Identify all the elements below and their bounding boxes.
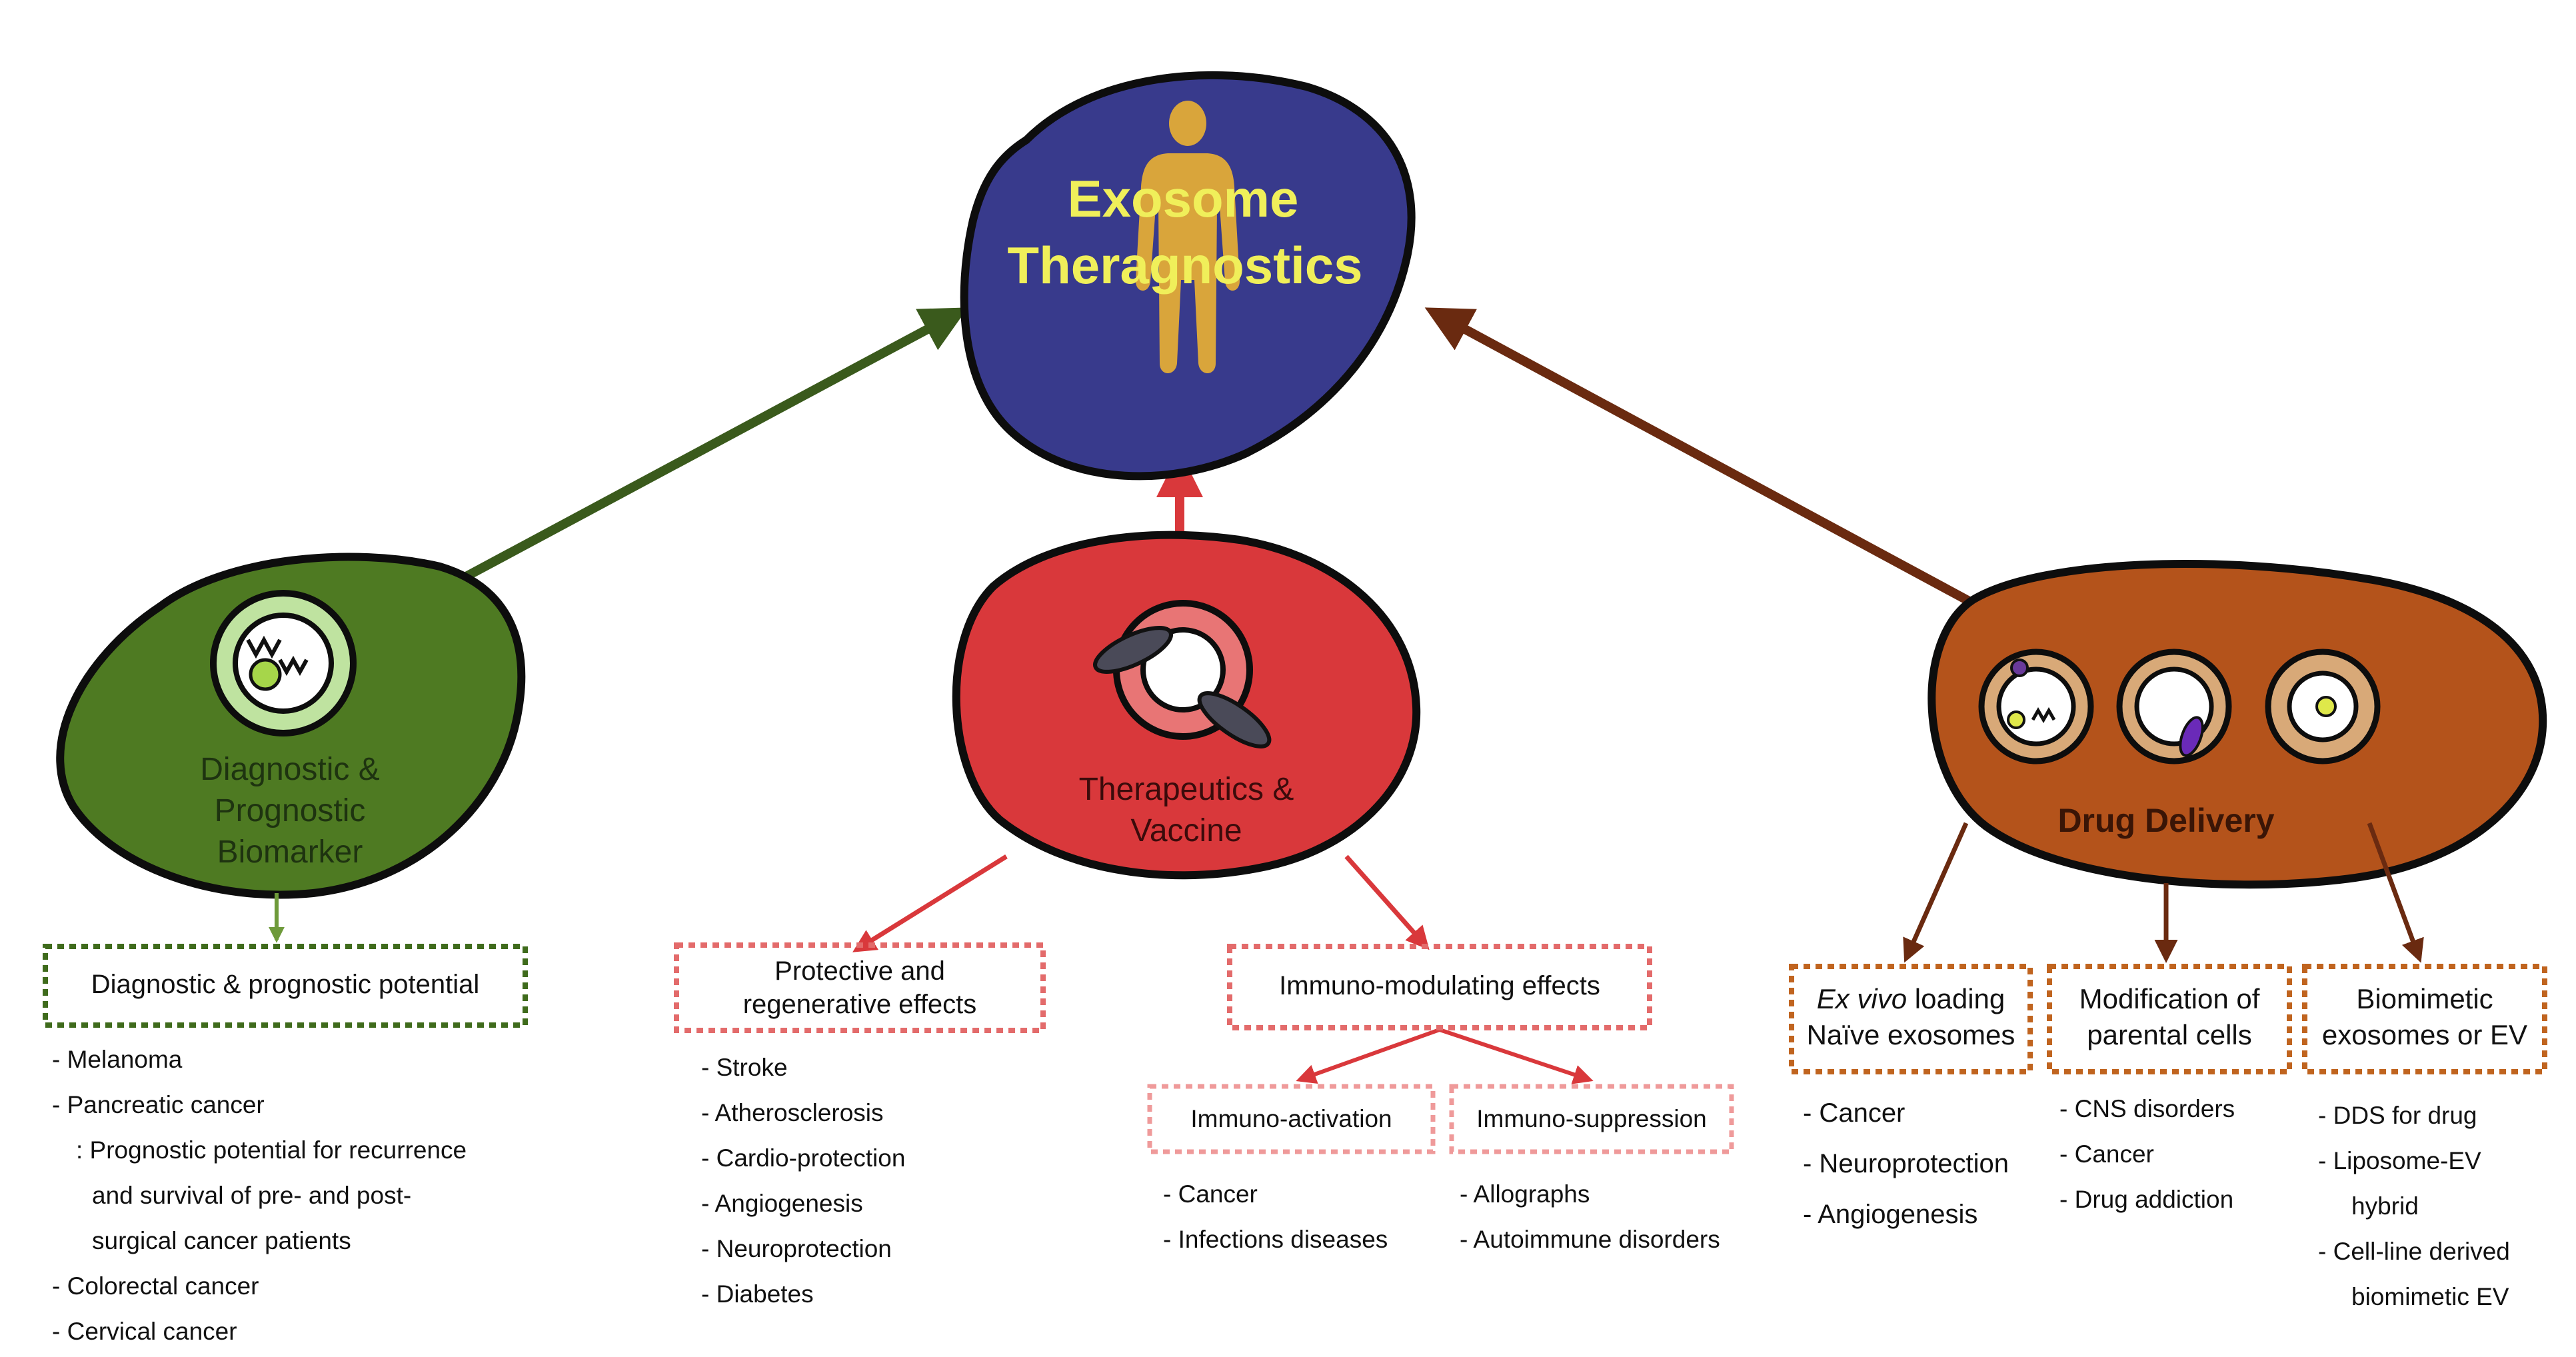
biomimetic-list: - DDS for drug - Liposome-EV hybrid - Ce… — [2318, 1093, 2510, 1320]
immuno-box — [1227, 944, 1652, 1030]
list-item: and survival of pre- and post- — [92, 1182, 412, 1209]
exvivo-label-italic: Ex vivo — [1816, 983, 1908, 1014]
protective-box-label-line2: regenerative effects — [742, 990, 977, 1019]
exvivo-label-line2: Naïve exosomes — [1806, 1019, 2015, 1050]
parental-label-line2: parental cells — [2087, 1019, 2252, 1050]
parental-list: - CNS disorders - Cancer - Drug addictio… — [2059, 1086, 2235, 1222]
immuno-box-label: Immuno-modulating effects — [1279, 971, 1600, 1000]
parental-box-label: Modification of parental cells — [2049, 981, 2289, 1053]
biomimetic-vesicle-icon — [2265, 649, 2381, 764]
diagnostic-label-line2: Prognostic — [215, 793, 366, 828]
list-item: - CNS disorders — [2059, 1095, 2235, 1122]
list-item: - Liposome-EV — [2318, 1147, 2481, 1174]
diagnostic-label-line3: Biomarker — [217, 834, 363, 870]
suppression-box-label: Immuno-suppression — [1476, 1105, 1707, 1132]
exosome-with-receptors-icon — [1093, 600, 1272, 748]
list-item: - Infections diseases — [1163, 1226, 1388, 1253]
arrow-diagnostic-to-center — [457, 307, 968, 585]
list-item: - Atherosclerosis — [701, 1099, 884, 1126]
arrow-to-protective — [852, 854, 1008, 952]
activation-list: - Cancer - Infections diseases — [1163, 1172, 1388, 1262]
list-item: - Colorectal cancer — [52, 1272, 259, 1300]
therapeutics-label-line2: Vaccine — [1130, 813, 1242, 848]
diagnostic-list: - Melanoma - Pancreatic cancer : Prognos… — [52, 1037, 467, 1354]
diagnostic-box — [43, 944, 528, 1028]
activation-box-label: Immuno-activation — [1190, 1105, 1392, 1132]
list-item: biomimetic EV — [2351, 1283, 2509, 1310]
arrow-to-immuno — [1344, 854, 1430, 950]
exvivo-box-label: Ex vivo loading Naïve exosomes — [1792, 981, 2030, 1053]
biomimetic-label-line2: exosomes or EV — [2321, 1019, 2528, 1050]
list-item: - Cardio-protection — [701, 1144, 906, 1172]
arrow-to-suppression — [1439, 1028, 1594, 1084]
list-item: - Diabetes — [701, 1280, 814, 1308]
protective-box — [674, 942, 1046, 1033]
list-item: - Drug addiction — [2059, 1186, 2234, 1213]
membrane-protein-exosome-icon — [2116, 649, 2232, 764]
protective-box-label: Protective and regenerative effects — [676, 954, 1043, 1021]
human-figure-icon — [1135, 101, 1240, 373]
suppression-list: - Allographs - Autoimmune disorders — [1460, 1172, 1720, 1262]
list-item: - Stroke — [701, 1054, 788, 1081]
list-item: - Pancreatic cancer — [52, 1091, 265, 1118]
list-item: - Cervical cancer — [52, 1318, 237, 1345]
arrow-to-activation — [1296, 1028, 1441, 1084]
list-item: : Prognostic potential for recurrence — [76, 1136, 467, 1164]
loaded-exosome-icon — [1978, 649, 2094, 764]
center-title-line2: Theragnostics — [1007, 236, 1362, 295]
protective-list: - Stroke - Atherosclerosis - Cardio-prot… — [701, 1045, 905, 1317]
exosome-with-rna-icon — [210, 590, 357, 736]
list-item: - Neuroprotection — [701, 1235, 892, 1262]
therapeutics-label-line1: Therapeutics & — [1079, 772, 1294, 807]
biomimetic-box-label: Biomimetic exosomes or EV — [2305, 981, 2545, 1053]
biomimetic-label-line1: Biomimetic — [2356, 983, 2493, 1014]
list-item: - Cancer — [1163, 1180, 1258, 1208]
list-item: surgical cancer patients — [92, 1227, 351, 1254]
list-item: - Cell-line derived — [2318, 1238, 2510, 1265]
diagnostic-label-line1: Diagnostic & — [200, 752, 379, 787]
list-item: - Cancer — [2059, 1140, 2154, 1168]
list-item: - Angiogenesis — [701, 1190, 863, 1217]
exvivo-label-rest: loading — [1907, 983, 2005, 1014]
arrow-to-exvivo — [1903, 822, 1969, 963]
exvivo-list: - Cancer - Neuroprotection - Angiogenesi… — [1803, 1088, 2009, 1240]
drug-delivery-blob — [1928, 560, 2547, 889]
list-item: - Angiogenesis — [1803, 1200, 1978, 1229]
list-item: - Allographs — [1460, 1180, 1590, 1208]
activation-box — [1147, 1084, 1436, 1154]
arrow-to-biomimetic — [2367, 822, 2424, 963]
list-item: hybrid — [2351, 1192, 2419, 1220]
suppression-box — [1449, 1084, 1734, 1154]
center-title-line1: Exosome — [1068, 169, 1299, 228]
parental-label-line1: Modification of — [2079, 983, 2260, 1014]
drug-delivery-label: Drug Delivery — [2057, 802, 2274, 839]
biomimetic-box — [2302, 964, 2547, 1074]
list-item: - DDS for drug — [2318, 1102, 2477, 1129]
list-item: - Neuroprotection — [1803, 1149, 2009, 1178]
list-item: - Cancer — [1803, 1098, 1906, 1128]
exvivo-box — [1789, 964, 2033, 1074]
parental-box — [2047, 964, 2292, 1074]
arrow-drug-to-center — [1424, 307, 1975, 608]
diagnostic-box-label: Diagnostic & prognostic potential — [91, 970, 480, 999]
protective-box-label-line1: Protective and — [774, 956, 945, 986]
list-item: - Melanoma — [52, 1046, 183, 1073]
list-item: - Autoimmune disorders — [1460, 1226, 1720, 1253]
